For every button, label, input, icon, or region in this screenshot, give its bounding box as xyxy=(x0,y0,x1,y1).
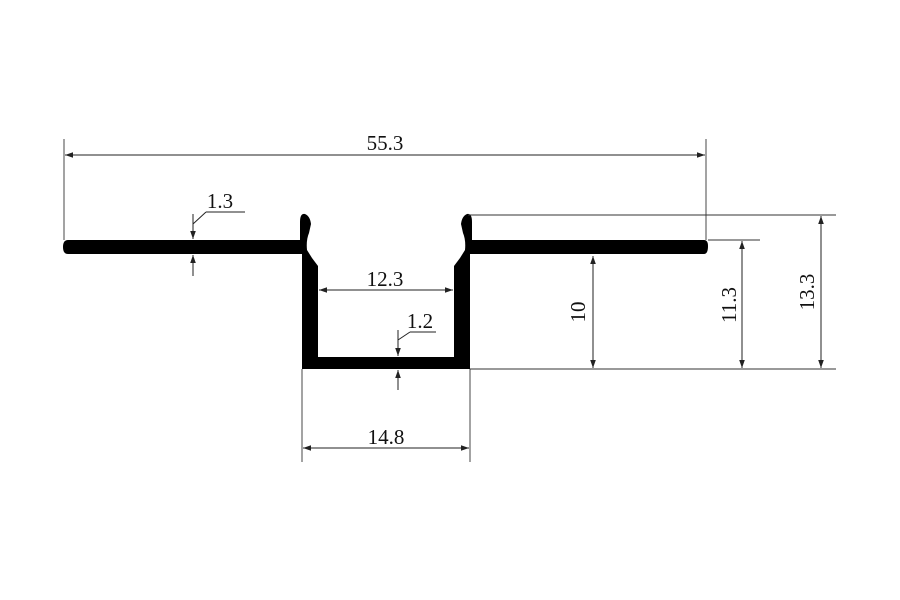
dimension-label-inner-width: 12.3 xyxy=(367,267,404,291)
dimension-label-total-height: 13.3 xyxy=(795,274,819,311)
dimension-inner-height: 10 xyxy=(566,256,596,368)
dimension-label-overall-width: 55.3 xyxy=(367,131,404,155)
dimension-flange-thickness: 1.3 xyxy=(190,189,245,276)
profile-cross-section xyxy=(63,213,708,369)
dimension-label-flange-thickness: 1.3 xyxy=(207,189,233,213)
dimension-outer-width: 14.8 xyxy=(301,369,471,462)
dimension-base-thickness: 1.2 xyxy=(395,309,436,390)
dimension-label-flange-height: 11.3 xyxy=(717,287,741,323)
dimension-inner-width: 12.3 xyxy=(319,267,453,293)
dimension-total-height: 13.3 xyxy=(468,214,836,368)
dimension-label-base-thickness: 1.2 xyxy=(407,309,433,333)
dimension-flange-height: 11.3 xyxy=(708,239,760,368)
dimension-label-outer-width: 14.8 xyxy=(368,425,405,449)
dimension-label-inner-height: 10 xyxy=(566,302,590,323)
dimension-overall-width: 55.3 xyxy=(63,131,707,240)
